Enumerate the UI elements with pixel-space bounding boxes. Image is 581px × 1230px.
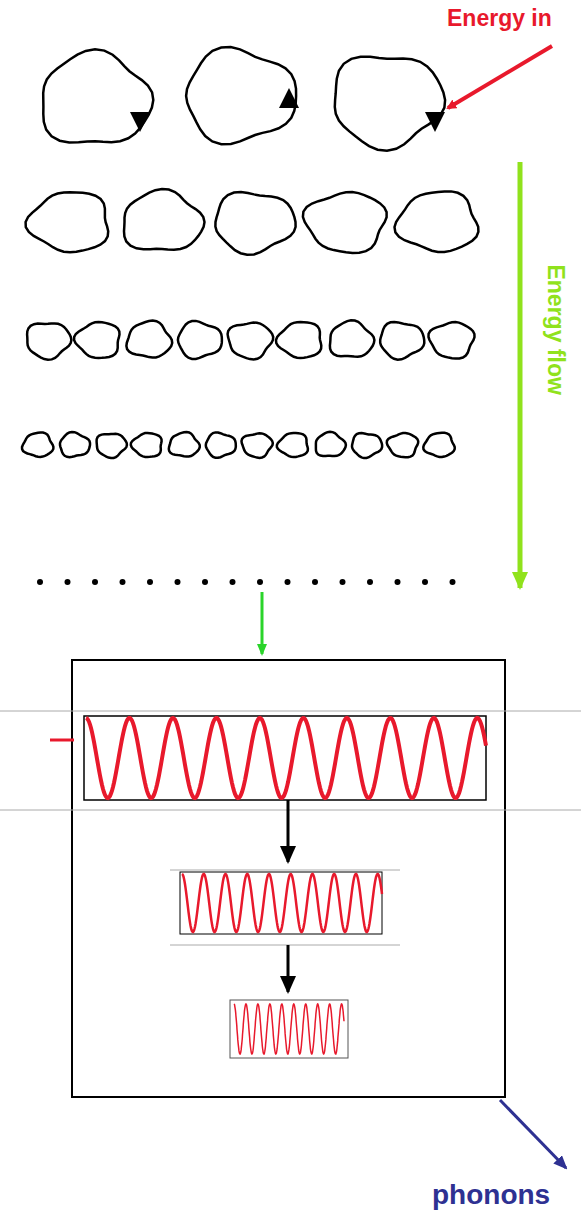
vortex [131,433,162,457]
vortex-dot [340,579,346,585]
vortex-dot [120,579,126,585]
vortex [60,432,90,457]
vortex-dot [312,579,318,585]
vortex [26,192,109,252]
vortex [22,433,53,458]
vortex-dot [65,579,71,585]
vortex [335,57,445,151]
vortex [169,432,200,457]
vortex-dot [202,579,208,585]
output-label: phonons [432,1180,550,1211]
vortex [277,433,308,457]
vortex-dot [422,579,428,585]
vortex [303,192,387,253]
sine-wave [86,718,486,798]
input-label: Energy in [447,6,552,31]
flow-label: Energy flow [542,265,567,395]
vortex [242,433,273,458]
vortex [387,433,418,457]
vortex [97,434,127,458]
energy-in-arrow [448,46,552,108]
vortex [126,321,172,358]
vortex-rows [22,47,478,585]
vortex [27,323,71,359]
vortex [352,433,382,458]
vortex-dot [147,579,153,585]
vortex-arrowheads [130,88,445,132]
sine-wave [234,1004,344,1054]
vortex [178,321,222,359]
into-box-arrow [261,592,264,654]
vortex-dot [37,579,43,585]
vortex [43,49,153,142]
vortex [316,432,346,456]
vortex [215,192,295,255]
vortex [429,322,475,359]
vortex [186,47,296,144]
vortex [330,320,375,357]
vortex-dot [175,579,181,585]
vortex [74,322,119,358]
vortex-dot [367,579,373,585]
vortex [395,191,479,252]
vortex [276,322,321,358]
vortex-dot [257,579,263,585]
wave-box [72,660,505,1097]
vortex [423,433,454,457]
sine-wave [182,874,382,932]
vortex [380,322,424,360]
vortex [124,189,205,250]
vortex [228,323,274,360]
vortex-dot [285,579,291,585]
vortex-dot [450,579,456,585]
vortex-dot [92,579,98,585]
vortex-dot [395,579,401,585]
vortex-dot [230,579,236,585]
vortex [206,432,236,457]
phonons-arrow [500,1100,566,1168]
energy-flow-arrow [518,162,523,588]
